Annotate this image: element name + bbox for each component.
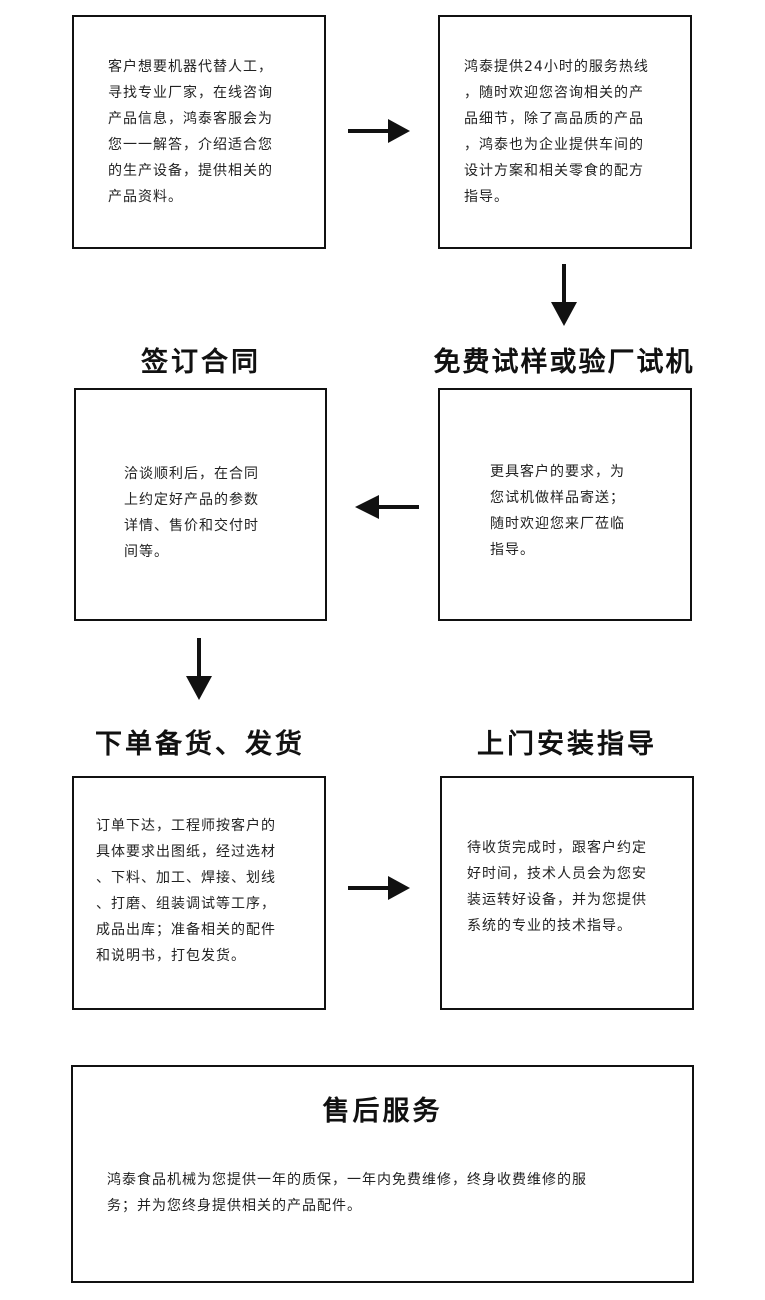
step-box-trial: [438, 388, 692, 621]
step-box-consult: [72, 15, 326, 249]
step-box-hotline: [438, 15, 692, 249]
arrow-right-icon: [348, 876, 410, 900]
arrow-down-icon: [186, 638, 212, 700]
step-title-contract: 签订合同: [141, 347, 261, 378]
step-title-order: 下单备货、发货: [95, 729, 305, 760]
after-sales-box: [71, 1065, 694, 1283]
step-box-order: [72, 776, 326, 1010]
step-box-contract: [74, 388, 327, 621]
arrow-left-icon: [355, 495, 419, 519]
step-text-install: 待收货完成时，跟客户约定 好时间，技术人员会为您安 装运转好设备，并为您提供 系…: [467, 840, 647, 934]
after-sales-text: 鸿泰食品机械为您提供一年的质保，一年内免费维修，终身收费维修的服 务；并为您终身…: [107, 1172, 587, 1214]
step-title-install: 上门安装指导: [477, 729, 657, 760]
step-title-trial: 免费试样或验厂试机: [433, 347, 695, 378]
arrow-right-icon: [348, 119, 410, 143]
after-sales-title: 售后服务: [322, 1096, 443, 1127]
step-text-order: 订单下达，工程师按客户的 具体要求出图纸，经过选材 、下料、加工、焊接、划线 、…: [96, 818, 276, 964]
step-text-contract: 洽谈顺利后，在合同 上约定好产品的参数 详情、售价和交付时 间等。: [124, 466, 259, 560]
step-box-install: [440, 776, 694, 1010]
step-text-hotline: 鸿泰提供24小时的服务热线 ，随时欢迎您咨询相关的产 品细节，除了高品质的产品 …: [464, 59, 649, 205]
step-text-consult: 客户想要机器代替人工， 寻找专业厂家，在线咨询 产品信息，鸿泰客服会为 您一一解…: [108, 59, 273, 205]
step-text-trial: 更具客户的要求，为 您试机做样品寄送； 随时欢迎您来厂莅临 指导。: [490, 464, 625, 558]
arrow-down-icon: [551, 264, 577, 326]
